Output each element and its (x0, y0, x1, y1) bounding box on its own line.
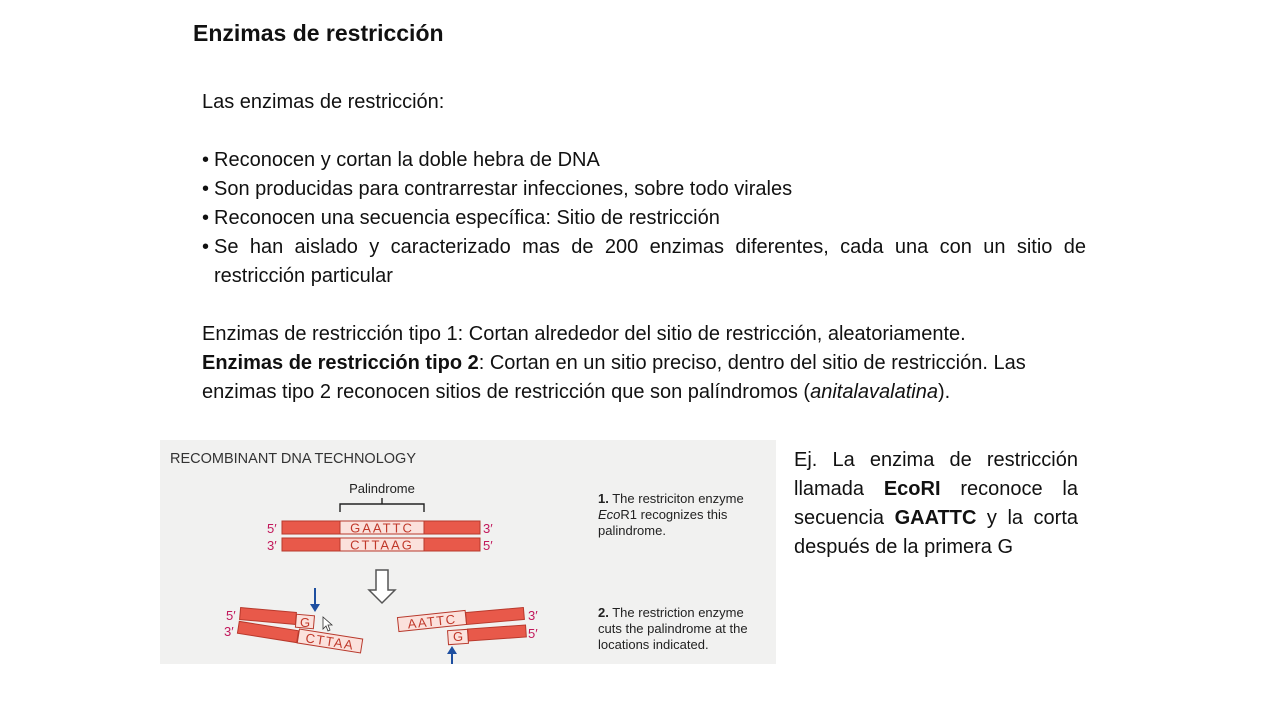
cursor-icon (322, 616, 334, 632)
svg-text:G: G (300, 615, 310, 630)
svg-text:EcoR1 recognizes this: EcoR1 recognizes this (598, 507, 728, 522)
svg-text:cuts the palindrome at the: cuts the palindrome at the (598, 621, 748, 636)
three-prime-label: 3′ (483, 521, 493, 536)
intro-text: Las enzimas de restricción: (202, 91, 445, 113)
recognition-sequence: GAATTC (894, 507, 977, 529)
svg-text:locations indicated.: locations indicated. (598, 637, 709, 652)
ecori-figure: RECOMBINANT DNA TECHNOLOGY Palindrome 5′… (160, 440, 776, 664)
svg-text:2. The restriction enzyme: 2. The restriction enzyme (598, 605, 744, 620)
type1-text: Enzimas de restricción tipo 1: Cortan al… (202, 323, 966, 345)
palindrome-example: anitalavalatina (810, 381, 938, 403)
five-prime-label: 5′ (483, 538, 493, 553)
example-text: Ej. La enzima de restricción llamada Eco… (794, 449, 1078, 558)
strand-segment (423, 520, 481, 535)
strand-segment (281, 537, 341, 552)
enzyme-name: EcoRI (883, 478, 941, 500)
right-fragment: AATTC 3′ G 5′ (396, 606, 538, 646)
svg-text:AATTC: AATTC (407, 611, 457, 631)
palindrome-bracket (339, 498, 425, 512)
bullet-item: Son producidas para contrarrestar infecc… (202, 175, 1086, 204)
svg-text:3′: 3′ (528, 608, 538, 623)
down-arrow-icon (367, 569, 397, 605)
top-sequence: GAATTC (350, 521, 414, 536)
svg-text:CTTAA: CTTAA (304, 630, 355, 653)
step-2-caption: 2. The restriction enzyme cuts the palin… (598, 605, 748, 652)
type2-text: Enzimas de restricción tipo 2: Cortan en… (202, 352, 1026, 403)
cut-arrow-icon (310, 604, 320, 612)
cut-arrow-icon (447, 646, 457, 654)
bullet-item: Se han aislado y caracterizado mas de 20… (202, 233, 1086, 291)
svg-text:G: G (453, 629, 463, 644)
svg-text:1. The restriciton enzyme: 1. The restriciton enzyme (598, 491, 744, 506)
bullet-item: Reconocen y cortan la doble hebra de DNA (202, 146, 1086, 175)
main-text: Las enzimas de restricción: Reconocen y … (202, 88, 1086, 407)
five-prime-label: 5′ (267, 521, 277, 536)
bullet-item: Reconocen una secuencia específica: Siti… (202, 204, 1086, 233)
svg-text:5′: 5′ (226, 608, 236, 623)
palindrome-label: Palindrome (349, 481, 415, 496)
strand-segment (423, 537, 481, 552)
step-1-caption: 1. The restriciton enzyme EcoR1 recogniz… (598, 491, 744, 538)
bullet-list: Reconocen y cortan la doble hebra de DNA… (202, 146, 1086, 291)
figure-heading: RECOMBINANT DNA TECHNOLOGY (170, 451, 416, 467)
left-fragment: 5′ G 3′ CTTAA (224, 607, 364, 654)
type2-bold: Enzimas de restricción tipo 2 (202, 352, 479, 374)
three-prime-label: 3′ (267, 538, 277, 553)
svg-text:3′: 3′ (224, 624, 234, 639)
bottom-sequence: CTTAAG (350, 538, 414, 553)
dna-double-strand: 5′ GAATTC 3′ 3′ CTTAAG 5′ (267, 520, 493, 553)
slide-title: Enzimas de restricción (193, 20, 444, 46)
svg-text:palindrome.: palindrome. (598, 523, 666, 538)
strand-segment (281, 520, 341, 535)
svg-text:5′: 5′ (528, 626, 538, 641)
